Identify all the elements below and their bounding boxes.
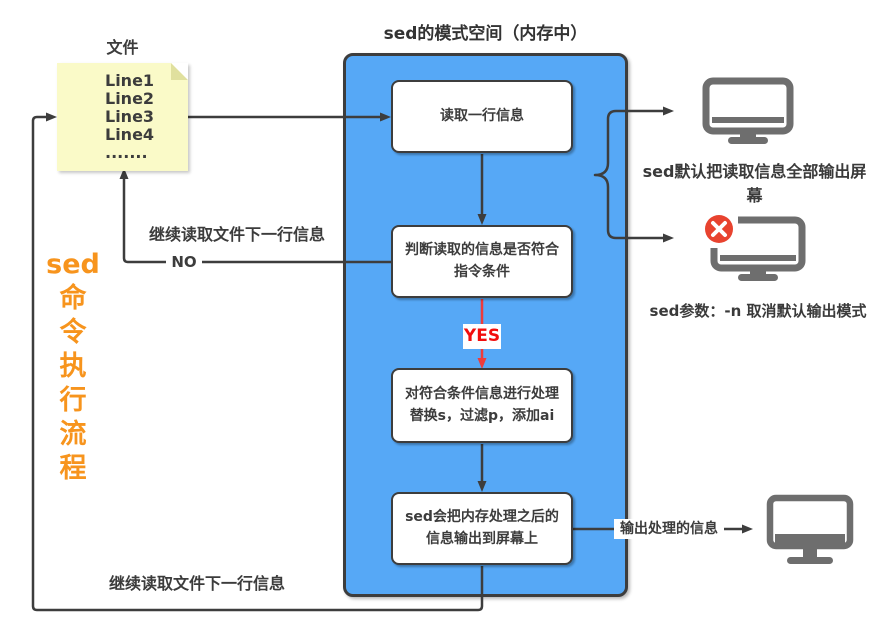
step-read-line: 读取一行信息 <box>391 80 573 153</box>
step-output-screen: sed会把内存处理之后的 信息输出到屏幕上 <box>391 492 573 565</box>
note-folded-corner <box>171 63 188 80</box>
arrowhead <box>119 168 129 179</box>
no-label: NO <box>166 252 202 272</box>
step-process-info: 对符合条件信息进行处理 替换s，过滤p，添加ai <box>391 368 573 443</box>
flow-side-caption: sed 命 令 执 行 流 程 <box>46 249 100 484</box>
diagram-title: sed的模式空间（内存中） <box>383 24 588 44</box>
continue-read-label-bottom: 继续读取文件下一行信息 <box>108 574 285 593</box>
output-processed-label: 输出处理的信息 <box>614 519 724 539</box>
arrowhead <box>663 233 674 243</box>
arrowhead <box>477 214 487 225</box>
yes-label: YES <box>463 324 501 349</box>
arrowhead <box>663 106 674 116</box>
yes-arrowhead <box>477 358 487 369</box>
default-output-caption: sed默认把读取信息全部输出屏幕 <box>642 162 867 205</box>
file-label: 文件 <box>106 38 139 57</box>
suppressed-output-caption: sed参数：-n 取消默认输出模式 <box>649 302 867 320</box>
monitor-error-icon <box>700 210 806 281</box>
x-badge-icon <box>700 210 738 248</box>
file-note: Line1 Line2 Line3 Line4 ....... <box>57 63 188 171</box>
continue-read-label-top: 继续读取文件下一行信息 <box>148 225 325 244</box>
monitor-icon <box>702 77 794 144</box>
arrowhead <box>380 112 391 122</box>
arrowhead <box>742 524 753 534</box>
loop-arrow-line <box>31 115 484 612</box>
monitor-icon <box>766 494 854 564</box>
step-judge-condition: 判断读取的信息是否符合 指令条件 <box>391 225 573 298</box>
arrowhead <box>477 481 487 492</box>
arrowhead <box>46 112 57 122</box>
no-branch-line <box>122 176 391 264</box>
file-note-lines: Line1 Line2 Line3 Line4 ....... <box>105 71 155 162</box>
output-brace <box>593 109 666 240</box>
